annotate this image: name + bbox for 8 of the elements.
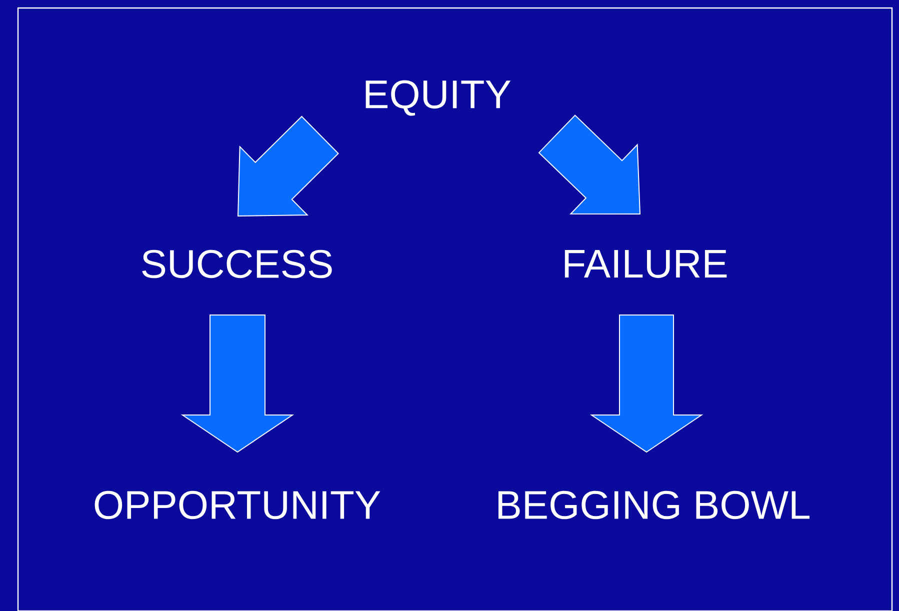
label-text: OPPORTUNITY — [94, 490, 380, 520]
label-text: FAILURE — [564, 250, 727, 278]
label-text: SUCCESS — [142, 250, 332, 278]
block-arrow — [180, 314, 294, 453]
label-text: BEGGING BOWL — [498, 490, 810, 520]
label-text: EQUITY — [366, 80, 511, 116]
block-arrow — [590, 314, 704, 453]
block-arrow — [538, 114, 641, 214]
